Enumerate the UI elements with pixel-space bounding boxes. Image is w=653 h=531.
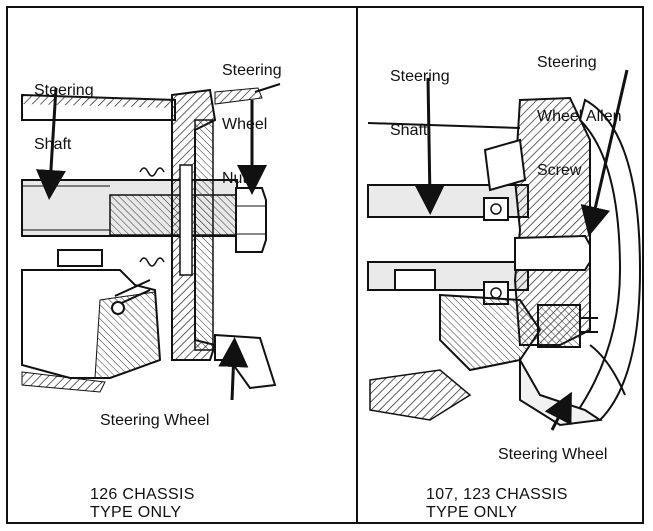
left-label-steering-wheel: Steering Wheel — [100, 412, 210, 429]
right-shaft-line-1: Steering — [390, 68, 450, 85]
right-assembly-drawing — [367, 96, 642, 427]
left-assembly-drawing — [21, 83, 281, 393]
left-caption: 126 CHASSIS TYPE ONLY — [90, 486, 195, 522]
right-shaft-line-2: Shaft — [390, 122, 428, 139]
left-shaft-arrow — [35, 87, 66, 200]
right-label-steering-wheel: Steering Wheel — [498, 446, 608, 463]
right-caption-line-2: TYPE ONLY — [426, 504, 518, 521]
left-wheel-arrow — [218, 337, 249, 401]
right-screw-line-3: Screw — [537, 162, 582, 179]
right-shaft-arrow — [414, 77, 445, 215]
left-label-steering-wheel-nut: Steering Wheel Nut — [222, 26, 282, 224]
left-shaft-line-2: Shaft — [34, 136, 72, 153]
left-caption-line-1: 126 CHASSIS — [90, 486, 195, 503]
left-label-steering-shaft: Steering Shaft — [34, 46, 94, 190]
left-nut-line-1: Steering — [222, 62, 282, 79]
right-caption-line-1: 107, 123 CHASSIS — [426, 486, 568, 503]
left-nut-line-3: Nut — [222, 170, 247, 187]
right-caption: 107, 123 CHASSIS TYPE ONLY — [426, 486, 568, 522]
right-screw-line-2: Wheel Allen — [537, 108, 622, 125]
left-caption-line-2: TYPE ONLY — [90, 504, 182, 521]
right-label-allen-screw: Steering Wheel Allen Screw — [537, 18, 622, 216]
left-shaft-line-1: Steering — [34, 82, 94, 99]
right-wheel-arrow — [544, 391, 572, 431]
right-label-steering-shaft: Steering Shaft — [390, 32, 450, 176]
left-nut-line-2: Wheel — [222, 116, 268, 133]
right-screw-line-1: Steering — [537, 54, 597, 71]
figure-frame — [6, 6, 644, 524]
right-screw-arrow — [580, 69, 629, 237]
